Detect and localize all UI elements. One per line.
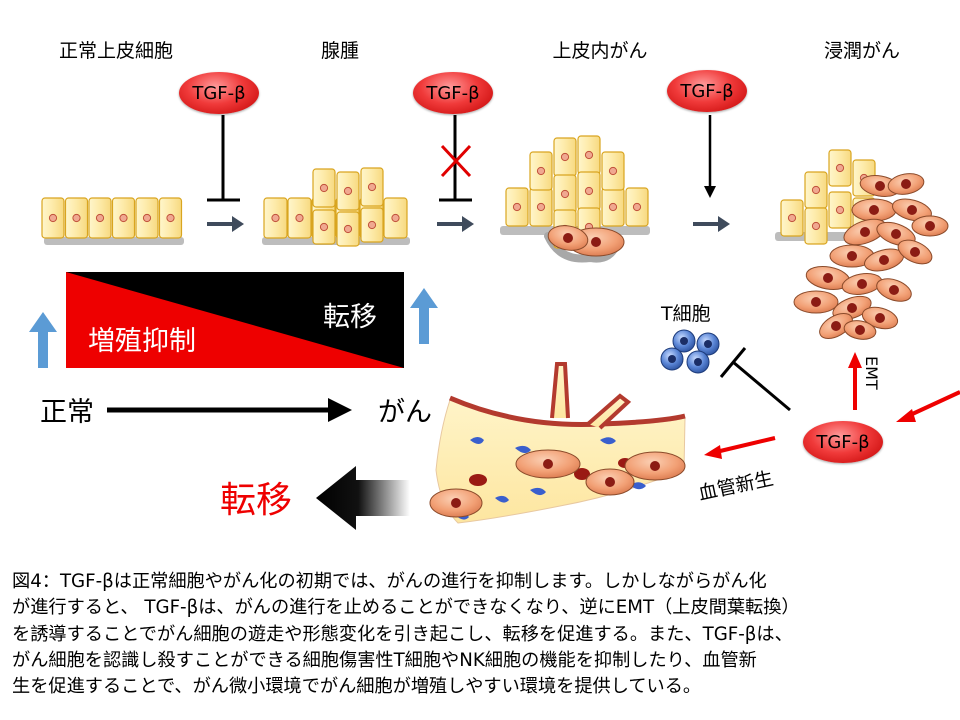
cell-nucleus xyxy=(608,202,618,212)
cell-nucleus xyxy=(48,213,58,223)
progression-end-label: がん xyxy=(378,397,432,428)
caption-line: が進行すると、 TGF-βは、がんの進行を止めることができなくなり、逆にEMT（… xyxy=(12,597,800,619)
cell-nucleus xyxy=(879,255,889,265)
cell-nucleus xyxy=(811,221,821,231)
cell-nucleus xyxy=(869,205,879,215)
cell-nucleus xyxy=(847,303,857,313)
cell-nucleus xyxy=(319,183,329,193)
cell-nucleus xyxy=(889,285,899,295)
stage-label-carcinoma-in-situ: 上皮内がん xyxy=(552,40,648,62)
incoming-arrow xyxy=(896,390,960,422)
normal-epithelium-cells xyxy=(41,197,184,245)
caption-line: 図4：TGF-βは正常細胞やがん化の初期では、がんの進行を抑制します。しかしなが… xyxy=(12,571,767,592)
cell-nucleus xyxy=(875,313,885,323)
t-cell-label: T細胞 xyxy=(660,303,711,325)
cell-nucleus xyxy=(875,181,885,191)
t-cell-inhibition-line xyxy=(719,347,791,412)
cell-nucleus xyxy=(608,166,618,176)
cell-nucleus xyxy=(632,202,642,212)
cell-nucleus xyxy=(512,202,522,212)
cell-nucleus xyxy=(925,221,935,231)
cell-nucleus xyxy=(343,186,353,196)
progression-arrow xyxy=(107,398,352,422)
cell-nucleus xyxy=(811,297,821,307)
blood-vessel-microenvironment xyxy=(429,362,686,524)
triangle-left-label: 増殖抑制 xyxy=(88,326,196,357)
tgf-beta-oval-4: TGF-β xyxy=(803,421,883,463)
cell-nucleus xyxy=(591,237,601,247)
angiogenesis-label: 血管新生 xyxy=(696,468,775,505)
emt-arrow xyxy=(848,352,862,410)
cell-nucleus xyxy=(391,213,400,223)
emt-label: EMT xyxy=(862,356,881,390)
caption-line: を誘導することでがん細胞の遊走や形態変化を引き起こし、転移を促進する。また、TG… xyxy=(12,623,793,645)
cell-nucleus xyxy=(536,166,546,176)
inhibition-line-1 xyxy=(207,115,240,202)
adenoma-cells xyxy=(262,167,410,247)
cell-nucleus xyxy=(910,247,920,257)
suppression-metastasis-panel xyxy=(66,272,404,368)
cell-nucleus xyxy=(271,213,280,223)
metastasis-label: 転移 xyxy=(220,480,292,521)
carcinoma-in-situ-cells xyxy=(500,135,650,263)
blocked-x-mark xyxy=(440,144,472,178)
cell-nucleus xyxy=(584,150,594,160)
cell-nucleus xyxy=(835,163,845,173)
cell-nucleus xyxy=(295,213,304,223)
up-arrow-right-icon xyxy=(410,288,438,344)
angiogenesis-arrow xyxy=(704,436,776,459)
figure-caption: 図4：TGF-βは正常細胞やがん化の初期では、がんの進行を抑制します。しかしなが… xyxy=(12,569,956,700)
cell-nucleus xyxy=(319,222,329,232)
stage-label-adenoma: 腺腫 xyxy=(320,40,360,62)
t-cell-cluster-icon xyxy=(660,329,720,374)
cell-nucleus xyxy=(901,179,911,189)
progression-start-label: 正常 xyxy=(40,397,94,428)
cell-nucleus xyxy=(72,213,81,223)
invasive-cancer-cells xyxy=(775,149,949,340)
inhibition-line-2 xyxy=(439,115,472,202)
cell-nucleus xyxy=(835,205,845,215)
cell-nucleus xyxy=(95,213,105,223)
stage-arrow-3 xyxy=(693,216,730,232)
cell-nucleus xyxy=(343,224,353,234)
caption-line: がん細胞を認識し殺すことができる細胞傷害性T細胞やNK細胞の機能を抑制したり、血… xyxy=(12,649,757,671)
cell-nucleus xyxy=(855,325,865,335)
promotion-arrow-3 xyxy=(704,115,716,198)
cell-nucleus xyxy=(891,229,901,239)
cell-nucleus xyxy=(823,273,833,283)
cell-nucleus xyxy=(847,251,857,261)
cell-nucleus xyxy=(811,185,821,195)
cell-nucleus xyxy=(831,321,841,331)
cell-nucleus xyxy=(367,182,377,192)
stage-label-invasive: 浸潤がん xyxy=(823,40,901,62)
cell-nucleus xyxy=(536,202,546,212)
cell-nucleus xyxy=(367,220,377,230)
tgf-beta-oval-1: TGF-β xyxy=(179,72,259,114)
stage-arrow-2 xyxy=(437,216,474,232)
cell-nucleus xyxy=(563,233,573,243)
cell-nucleus xyxy=(857,279,867,289)
cell-nucleus xyxy=(787,213,797,223)
cell-nucleus xyxy=(166,213,175,223)
cell-nucleus xyxy=(907,205,917,215)
caption-line: 生を促進することで、がん微小環境でがん細胞が増殖しやすい環境を提供している。 xyxy=(12,676,702,698)
cell-nucleus xyxy=(142,213,152,223)
metastasis-big-arrow xyxy=(316,466,410,530)
cell-nucleus xyxy=(584,186,594,196)
triangle-right-label: 転移 xyxy=(323,302,377,333)
cell-nucleus xyxy=(560,152,570,162)
cell-nucleus xyxy=(119,213,128,223)
tgf-beta-oval-2: TGF-β xyxy=(413,72,493,114)
up-arrow-left-icon xyxy=(29,312,57,368)
stage-arrow-1 xyxy=(207,216,244,232)
stage-label-normal: 正常上皮細胞 xyxy=(58,40,174,62)
cell-nucleus xyxy=(560,189,570,199)
tgf-beta-oval-3: TGF-β xyxy=(667,70,747,112)
cell-nucleus xyxy=(860,227,870,237)
